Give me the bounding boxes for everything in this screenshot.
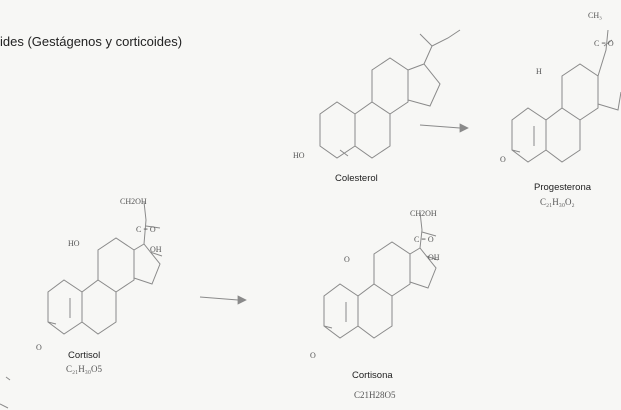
cortisol-label-o: O — [36, 343, 42, 352]
cortisona-formula: C21H28O5 — [354, 390, 396, 400]
colesterol-skeleton — [319, 29, 461, 159]
arrow-colesterol-to-progesterona — [419, 123, 469, 133]
progesterona-formula: C₂₁H₃₀O₂ — [540, 197, 575, 207]
progesterona-label-co: C = O — [594, 39, 614, 48]
progesterona-label-h: H — [536, 67, 542, 76]
cortisona-label-co: C = O — [414, 235, 434, 244]
cortisol-label-ho: HO — [68, 239, 80, 248]
progesterona-name: Progesterona — [534, 182, 592, 193]
progesterona-skeleton — [511, 29, 621, 163]
cortisol-name: Cortisol — [68, 350, 100, 361]
cortisol-skeleton — [47, 201, 163, 335]
progesterona-label-ch3: CH₃ — [588, 11, 602, 20]
progesterona-label-o: O — [500, 155, 506, 164]
cortisol-structure: CH2OH C = O OH HO O Cortisol C₂₁H₃₀O5 — [36, 197, 163, 374]
page-title: ides (Gestágenos y corticoides) — [0, 34, 183, 49]
colesterol-name: Colesterol — [335, 173, 378, 184]
scan-marks — [0, 376, 11, 409]
progesterona-structure: CH₃ C = O H O Progesterona C₂₁H₃₀O₂ — [500, 11, 621, 207]
colesterol-structure: HO Colesterol — [293, 29, 461, 184]
cortisona-label-oh: OH — [428, 253, 440, 262]
cortisol-formula: C₂₁H₃₀O5 — [66, 364, 103, 374]
cortisol-label-oh: OH — [150, 245, 162, 254]
colesterol-label-ho: HO — [293, 151, 305, 160]
cortisol-label-co: C = O — [136, 225, 156, 234]
arrow-cortisol-to-cortisona — [199, 295, 247, 305]
cortisona-label-o-top: O — [344, 255, 350, 264]
cortisona-name: Cortisona — [352, 370, 393, 381]
cortisona-skeleton — [323, 211, 439, 339]
cortisona-label-ch2oh: CH2OH — [410, 209, 437, 218]
cortisona-label-o: O — [310, 351, 316, 360]
cortisona-structure: CH2OH C = O OH O O Cortisona C21H28O5 — [310, 209, 440, 400]
cortisol-label-ch2oh: CH2OH — [120, 197, 147, 206]
